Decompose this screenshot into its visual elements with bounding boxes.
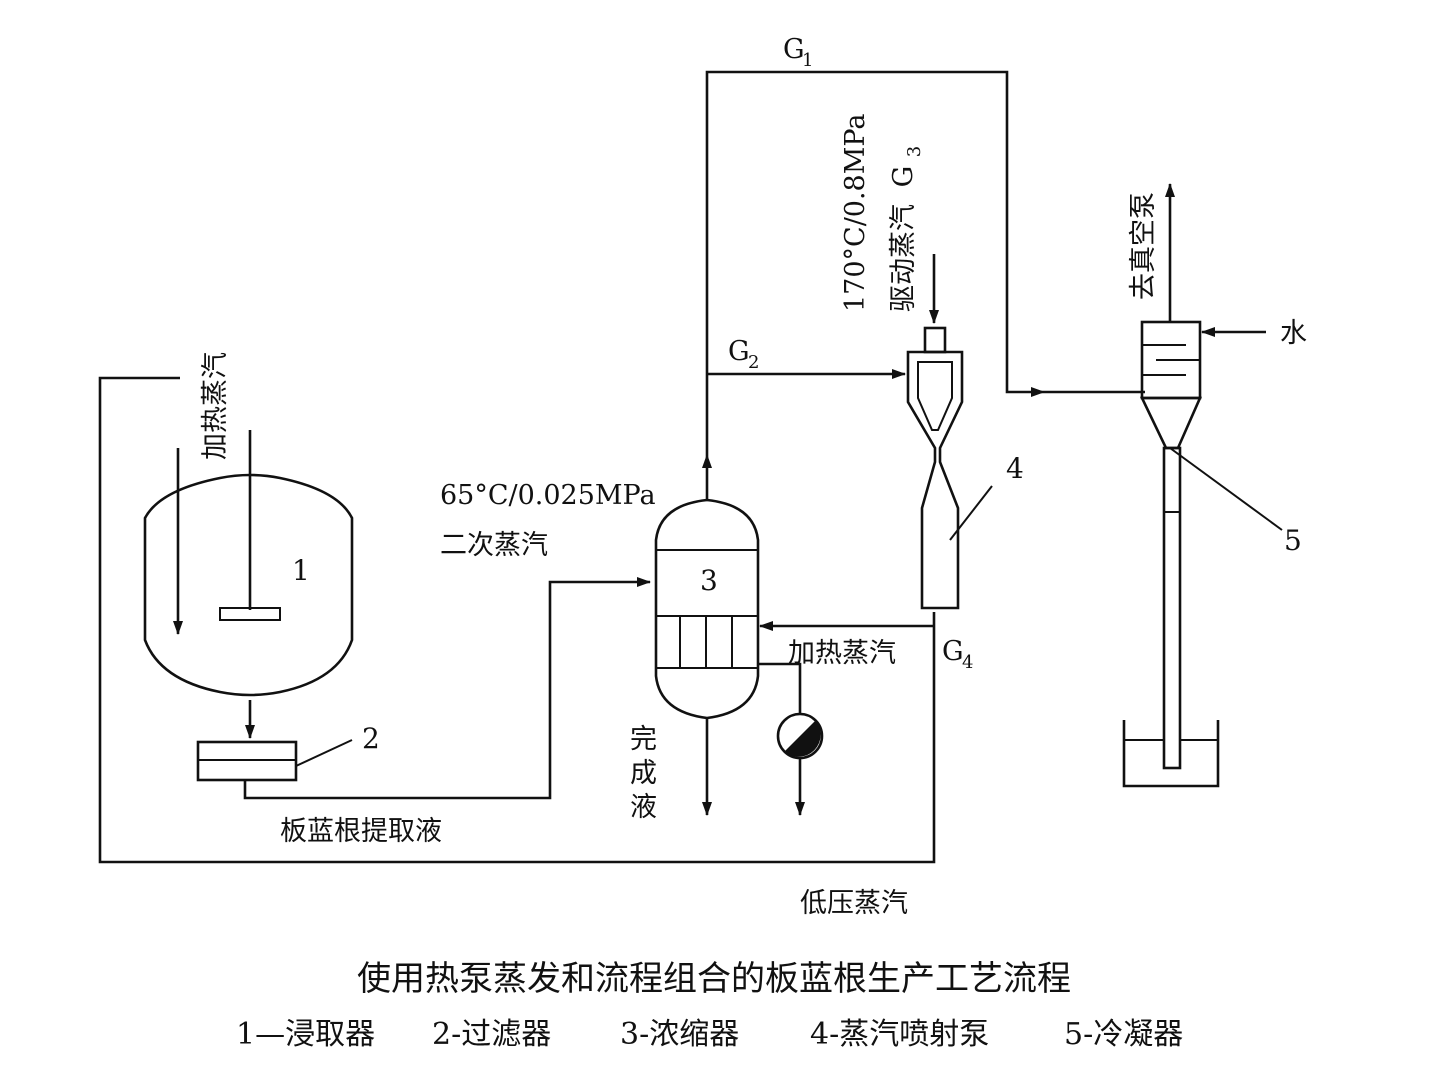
label-condenser-number: 5 bbox=[1284, 524, 1302, 557]
label-g3: G bbox=[888, 166, 919, 188]
svg-text:2: 2 bbox=[748, 352, 759, 373]
label-secondary-steam-condition: 65°C/0.025MPa bbox=[440, 480, 656, 511]
caption-legend-4: 4-蒸汽喷射泵 bbox=[810, 1017, 989, 1052]
label-extract-liquid: 板蓝根提取液 bbox=[280, 816, 442, 847]
condensate-trap bbox=[758, 662, 824, 816]
caption-legend-5: 5-冷凝器 bbox=[1064, 1017, 1183, 1052]
label-g3-sub: 3 bbox=[904, 146, 925, 157]
label-drive-steam-condition: 170°C/0.8MPa bbox=[840, 114, 871, 312]
svg-text:4: 4 bbox=[962, 652, 973, 673]
label-drive-steam-g3: 驱动蒸汽 G 3 bbox=[888, 146, 925, 312]
label-concentrator-number: 3 bbox=[700, 564, 718, 597]
vapor-g1-pipe bbox=[705, 70, 1045, 455]
condenser: 5 bbox=[1122, 320, 1302, 788]
svg-text:1: 1 bbox=[802, 50, 813, 71]
svg-text:驱动蒸汽 G 3: 驱动蒸汽 G 3 bbox=[888, 146, 925, 312]
label-vacuum-pump: 去真空泵 bbox=[1128, 192, 1159, 300]
label-finished-liquid-char-2: 成 bbox=[630, 758, 657, 789]
extract-liquid-pipe bbox=[243, 577, 651, 800]
svg-text:G: G bbox=[783, 34, 805, 65]
label-g4: G 4 bbox=[942, 636, 973, 673]
label-finished-liquid-char-3: 液 bbox=[630, 792, 657, 823]
extractor-vessel: 1 bbox=[143, 430, 354, 697]
heating-steam-inlet-left: 加热蒸汽 bbox=[173, 352, 231, 635]
label-heating-steam-right: 加热蒸汽 bbox=[788, 638, 896, 669]
label-secondary-steam: 二次蒸汽 bbox=[440, 530, 548, 561]
label-finished-liquid-char-1: 完 bbox=[630, 724, 657, 755]
label-finished-liquid: 完 成 液 bbox=[630, 724, 666, 823]
label-water: 水 bbox=[1280, 318, 1307, 349]
label-g2: G 2 bbox=[728, 336, 759, 373]
label-jet-pump-number: 4 bbox=[1006, 452, 1024, 485]
svg-text:G: G bbox=[728, 336, 750, 367]
label-g1: G 1 bbox=[783, 34, 813, 71]
label-low-pressure-steam: 低压蒸汽 bbox=[800, 888, 908, 919]
caption-title: 使用热泵蒸发和流程组合的板蓝根生产工艺流程 bbox=[357, 959, 1071, 999]
svg-text:G: G bbox=[942, 636, 964, 667]
label-filter-number: 2 bbox=[362, 722, 380, 755]
label-heating-steam-left: 加热蒸汽 bbox=[200, 352, 231, 460]
low-pressure-steam-pipe bbox=[98, 376, 936, 864]
concentrator: 3 bbox=[654, 498, 760, 720]
filter: 2 bbox=[196, 722, 380, 782]
label-extractor-number: 1 bbox=[292, 554, 310, 587]
caption-legend-3: 3-浓缩器 bbox=[620, 1017, 739, 1052]
label-drive-steam: 驱动蒸汽 bbox=[888, 204, 919, 312]
caption-legend-1: 1—浸取器 bbox=[236, 1017, 375, 1052]
caption-legend-2: 2-过滤器 bbox=[432, 1017, 551, 1052]
steam-jet-pump: 4 bbox=[906, 326, 1024, 610]
